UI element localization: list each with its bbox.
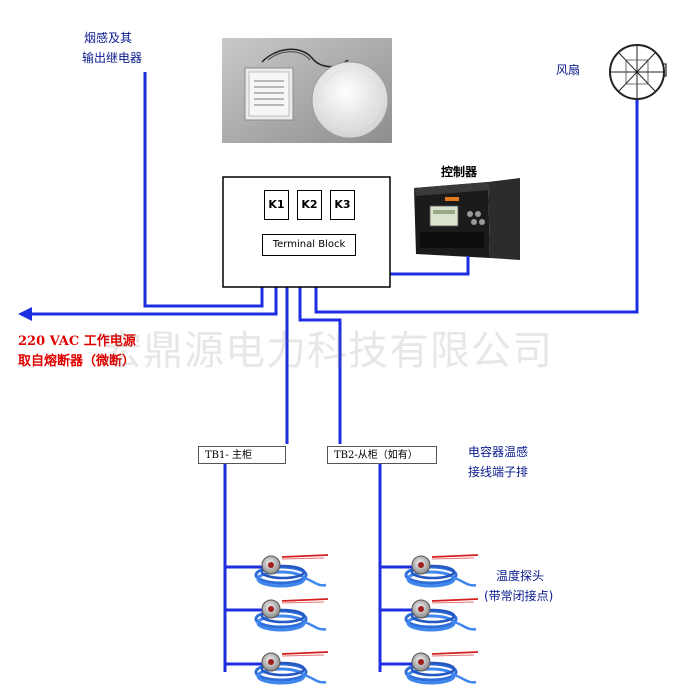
power-arrow-icon <box>18 307 32 321</box>
label-fan: 风扇 <box>556 63 581 77</box>
terminal-bar-tb1: TB1- 主柜 <box>198 446 286 464</box>
label-capacitor-2: 接线端子排 <box>468 465 529 479</box>
label-smoke-relay-1: 烟感及其 <box>84 31 133 45</box>
relay-k2: K2 <box>297 190 322 220</box>
label-power-2: 取自熔断器（微断） <box>18 354 136 369</box>
watermark: 宏鼎源电力科技有限公司 <box>102 328 553 374</box>
probes-tb1 <box>254 553 330 685</box>
smoke-detector-photo <box>222 38 392 143</box>
label-probe-2: (带常闭接点) <box>484 589 554 603</box>
relay-k1: K1 <box>264 190 289 220</box>
terminal-bar-tb2: TB2-从柜（如有） <box>327 446 437 464</box>
label-capacitor-1: 电容器温感 <box>468 445 529 459</box>
terminal-block: Terminal Block <box>262 234 356 256</box>
label-controller: 控制器 <box>441 165 478 179</box>
label-probe-1: 温度探头 <box>496 569 545 583</box>
label-smoke-relay-2: 输出继电器 <box>82 51 143 65</box>
relay-k3: K3 <box>330 190 355 220</box>
probes-tb2 <box>404 553 480 685</box>
fan-icon <box>609 44 667 100</box>
controller-device-photo <box>414 178 520 260</box>
label-power-1: 220 VAC 工作电源 <box>18 334 136 349</box>
